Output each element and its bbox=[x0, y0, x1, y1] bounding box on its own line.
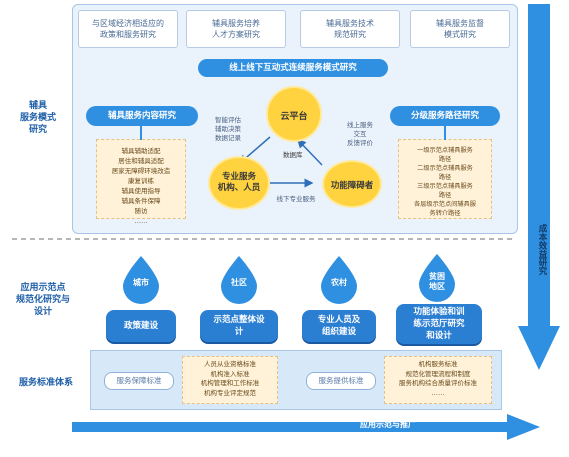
cost-benefit-label: 成本效益研究 bbox=[537, 224, 547, 275]
policy-research-box: 与区域经济相适应的政策和服务研究 bbox=[78, 10, 178, 48]
provision-standard-doc: 机构服务标准 规范化管理流程和制度 服务机构综合质量评价标准 …… bbox=[384, 356, 492, 404]
drop-rural-label: 农村 bbox=[331, 278, 347, 287]
demo-site-design: 示范点整体设 计 bbox=[200, 310, 278, 342]
cloud-platform: 云平台 bbox=[266, 86, 322, 142]
demo-research-label: 应用示范点 规范化研究与 设计 bbox=[15, 283, 70, 317]
content-research-title: 辅具服务内容研究 bbox=[86, 106, 198, 126]
content-research-list: 辅具辅助适配 居住和辅具适配 居家无障碍环境改造 康复训练 辅具使用指导 辅具条… bbox=[96, 139, 186, 225]
experience-hall-design: 功能体验和训 练示范厅研究 和设计 bbox=[396, 304, 482, 344]
cost-benefit-arrow bbox=[518, 4, 560, 370]
model-research-label: 辅具 服务模式 研究 bbox=[19, 101, 56, 135]
bottom-note: 线下专业服务 bbox=[276, 195, 316, 203]
talent-research-box: 辅具服务培养人才方案研究 bbox=[186, 10, 286, 48]
policy-building: 政策建设 bbox=[106, 310, 176, 342]
standards-label: 服务标准体系 bbox=[18, 378, 73, 388]
online-offline-title: 线上线下互动式连续服务模式研究 bbox=[198, 59, 388, 77]
supervision-research-box: 辅具服务监督模式研究 bbox=[410, 10, 510, 48]
disabled-users: 功能障碍者 bbox=[322, 160, 382, 208]
content-connector bbox=[140, 126, 142, 140]
drop-city bbox=[123, 256, 159, 304]
provision-standard-pill: 服务提供标准 bbox=[306, 372, 376, 390]
drop-community-label: 社区 bbox=[231, 278, 247, 287]
drop-city-label: 城市 bbox=[133, 278, 149, 287]
drop-community bbox=[221, 256, 257, 304]
demo-promotion-label: 应用示范与推广 bbox=[360, 420, 416, 429]
guarantee-standard-doc: 人员从业资格标准 机构准入标准 机构管理和工作标准 机构专业评定规范 bbox=[182, 356, 278, 404]
route-research-title: 分级服务路径研究 bbox=[390, 106, 500, 126]
staff-org-building: 专业人员及 组织建设 bbox=[302, 310, 376, 342]
right-note: 线上服务 交互 反馈评价 bbox=[347, 121, 373, 147]
tech-research-box: 辅具服务技术规范研究 bbox=[300, 10, 400, 48]
database-label: 数据库 bbox=[283, 151, 303, 159]
left-note: 智能评估 辅助决策 数据记录 bbox=[215, 116, 241, 142]
route-research-list: 一级示范点辅具服务 路径 二级示范点辅具服务 路径 三级示范点辅具服务 路径 各… bbox=[398, 139, 492, 219]
guarantee-standard-pill: 服务保障标准 bbox=[104, 372, 174, 390]
section-divider bbox=[12, 238, 512, 240]
service-institutions: 专业服务 机构、人员 bbox=[208, 156, 270, 210]
demo-promotion-arrow bbox=[72, 414, 540, 440]
drop-poor-area-label: 贫困 地区 bbox=[429, 272, 445, 291]
drop-rural bbox=[321, 256, 357, 304]
drop-poor-area bbox=[419, 254, 455, 302]
route-connector bbox=[444, 126, 446, 140]
